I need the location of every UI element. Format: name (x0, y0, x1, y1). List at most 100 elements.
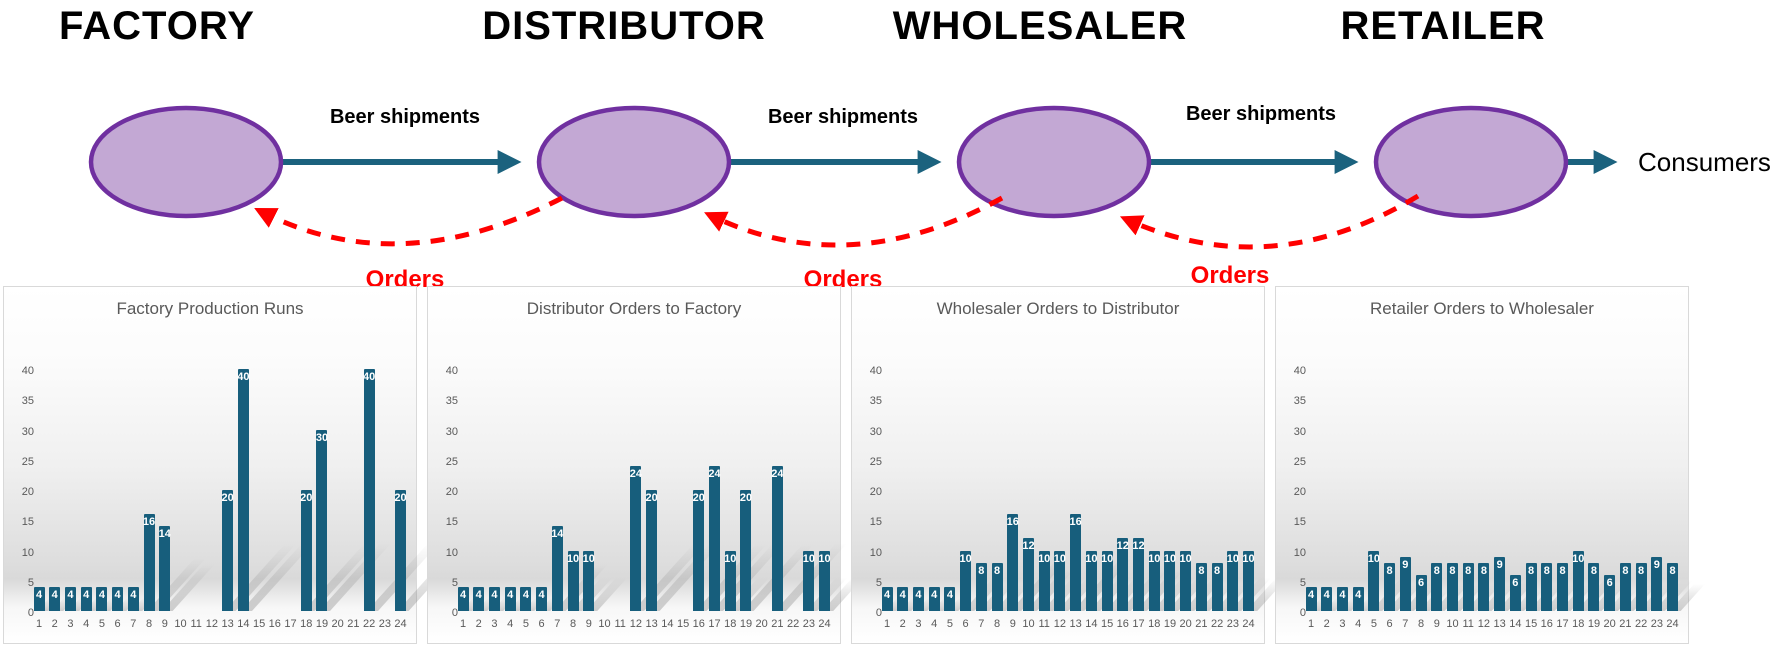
x-axis-tick: 16 (1540, 618, 1553, 630)
bar: 10 (818, 550, 831, 611)
bar: 9 (1399, 556, 1411, 611)
x-axis-tick: 19 (739, 618, 753, 630)
bar: 8 (1384, 562, 1396, 611)
x-axis-tick: 19 (1587, 618, 1601, 630)
node-title-retailer: RETAILER (1340, 4, 1546, 48)
bar-value-label: 4 (51, 588, 58, 601)
x-axis-tick: 2 (475, 618, 482, 630)
x-axis-tick: 16 (268, 618, 281, 630)
x-axis-tick: 12 (1053, 618, 1067, 630)
bar-value-label: 16 (1006, 516, 1019, 529)
x-axis-tick: 5 (946, 618, 953, 630)
bar-value-label: 4 (931, 588, 938, 601)
x-axis-tick: 20 (1603, 618, 1616, 630)
y-axis-tick: 35 (1293, 395, 1306, 408)
x-axis-tick: 15 (1100, 618, 1114, 630)
x-axis-tick: 7 (1402, 618, 1409, 630)
x-axis-tick: 23 (802, 618, 815, 630)
x-axis-tick: 11 (614, 618, 626, 630)
x-axis-tick: 13 (645, 618, 658, 630)
x-axis-tick: 21 (1195, 618, 1208, 630)
bar-value-label: 20 (300, 492, 313, 504)
x-axis-tick: 14 (1509, 618, 1522, 630)
bar: 10 (1101, 550, 1113, 611)
bar-value-label: 4 (98, 588, 105, 601)
y-axis-tick: 40 (1293, 365, 1306, 377)
bar-value-label: 4 (83, 588, 90, 601)
bar-value-label: 4 (1307, 588, 1315, 601)
bar: 4 (897, 586, 909, 611)
y-axis-tick: 25 (1293, 455, 1306, 468)
bar: 12 (1132, 538, 1145, 611)
x-axis-tick: 18 (300, 618, 313, 630)
x-axis-tick: 17 (284, 618, 297, 630)
x-axis-tick: 10 (174, 618, 187, 630)
bar-value-label: 10 (818, 552, 831, 565)
x-axis-tick: 7 (554, 618, 561, 630)
bar-value-label: 16 (142, 516, 156, 529)
bar-value-label: 20 (394, 492, 407, 504)
shipment-label-1: Beer shipments (329, 106, 481, 128)
x-axis-tick: 3 (491, 618, 498, 630)
bar-value-label: 40 (237, 371, 250, 383)
bar-value-label: 8 (1480, 564, 1487, 577)
bar: 16 (1006, 514, 1019, 611)
bar-value-label: 6 (1606, 576, 1613, 589)
bar-value-label: 12 (1132, 540, 1145, 553)
y-axis-tick: 35 (869, 395, 882, 408)
bar: 10 (583, 550, 595, 611)
bar: 10 (1038, 550, 1050, 611)
bar-value-label: 10 (1242, 552, 1255, 565)
bar: 8 (1588, 562, 1600, 611)
x-axis-tick: 24 (1666, 618, 1679, 630)
bar: 4 (928, 586, 940, 611)
chart-title: Retailer Orders to Wholesaler (1370, 299, 1594, 318)
bar-value-label: 20 (221, 492, 234, 504)
bar: 8 (991, 562, 1003, 611)
y-axis-tick: 0 (875, 607, 882, 619)
bar: 20 (740, 490, 752, 611)
x-axis-tick: 14 (237, 618, 250, 630)
bar-value-label: 8 (1543, 564, 1550, 577)
bar-value-label: 4 (538, 588, 545, 601)
y-axis-tick: 0 (1299, 607, 1306, 619)
bar-value-label: 4 (915, 588, 922, 601)
x-axis-tick: 8 (145, 618, 153, 630)
bar: 8 (1431, 562, 1443, 611)
x-axis-tick: 14 (1085, 618, 1098, 630)
bar-value-label: 40 (362, 371, 376, 383)
bar: 4 (33, 586, 45, 611)
x-axis-tick: 20 (331, 618, 344, 630)
bar-value-label: 10 (1367, 552, 1380, 565)
bar: 4 (80, 586, 92, 611)
bar-value-label: 9 (1402, 558, 1409, 571)
bar-value-label: 10 (1572, 552, 1585, 565)
bar: 10 (724, 550, 736, 611)
bar: 9 (1651, 556, 1663, 611)
bar-value-label: 8 (1449, 564, 1456, 577)
bar: 14 (551, 526, 563, 611)
bar-value-label: 4 (522, 588, 529, 601)
bar: 20 (221, 490, 234, 611)
y-axis-tick: 0 (27, 607, 34, 619)
bar-value-label: 10 (1163, 552, 1177, 565)
x-axis-tick: 17 (1132, 618, 1145, 630)
x-axis-tick: 20 (1179, 618, 1192, 630)
node-title-factory: FACTORY (59, 4, 255, 48)
bar: 4 (944, 586, 956, 611)
ellipse-factory (88, 105, 284, 219)
x-axis-tick: 9 (585, 618, 592, 630)
y-axis-tick: 40 (869, 365, 882, 377)
x-axis-tick: 17 (1556, 618, 1569, 630)
x-axis-tick: 1 (883, 618, 891, 630)
x-axis-tick: 23 (378, 618, 391, 630)
bar-value-label: 4 (883, 588, 891, 601)
bar-value-label: 8 (1528, 564, 1535, 577)
bar: 40 (362, 369, 376, 611)
bar: 8 (975, 562, 987, 611)
x-axis-tick: 2 (1323, 618, 1330, 630)
bar: 10 (1572, 550, 1585, 611)
y-axis-tick: 15 (869, 516, 882, 529)
